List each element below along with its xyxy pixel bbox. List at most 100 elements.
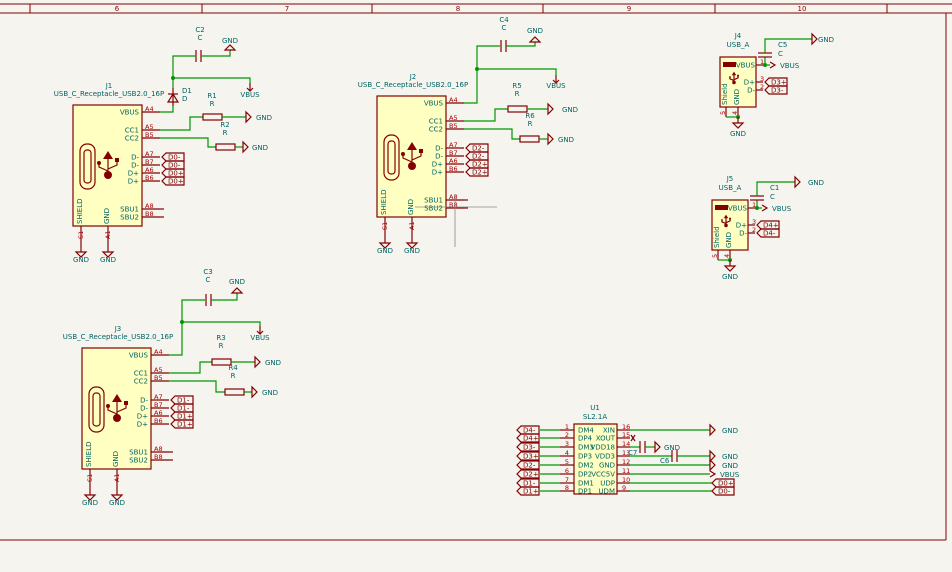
reference-designator: R4 bbox=[228, 364, 238, 372]
net-label-shape[interactable] bbox=[516, 469, 540, 479]
resistor-body[interactable] bbox=[215, 143, 236, 151]
net-label-shape[interactable] bbox=[465, 159, 489, 169]
pin-number: B8 bbox=[145, 210, 154, 218]
component-value: R bbox=[219, 342, 224, 350]
net-label-shape[interactable] bbox=[465, 143, 489, 153]
net-label-shape[interactable] bbox=[516, 442, 540, 452]
net-label-shape[interactable] bbox=[756, 228, 780, 238]
resistor-body[interactable] bbox=[202, 113, 223, 121]
net-label-shape[interactable] bbox=[711, 486, 735, 496]
net-label-shape[interactable] bbox=[516, 486, 540, 496]
pin-number: A8 bbox=[145, 202, 154, 210]
net-label: D0+ bbox=[168, 170, 184, 178]
ground-icon bbox=[223, 44, 237, 51]
net-label-shape[interactable] bbox=[711, 478, 735, 488]
wire[interactable] bbox=[160, 137, 216, 148]
net-label-shape[interactable] bbox=[516, 433, 540, 443]
pin-number: B8 bbox=[154, 453, 163, 461]
net-label-shape[interactable] bbox=[170, 411, 194, 421]
resistor-body[interactable] bbox=[519, 135, 540, 143]
pin-name: SBU2 bbox=[120, 214, 139, 222]
pin-number: A7 bbox=[145, 150, 154, 158]
wire[interactable] bbox=[169, 380, 225, 393]
pin-number: B7 bbox=[145, 158, 154, 166]
gnd-label: GND bbox=[252, 144, 268, 152]
wire[interactable] bbox=[756, 181, 795, 196]
wire[interactable] bbox=[211, 293, 238, 301]
pin-name: SHIELD bbox=[380, 190, 388, 215]
wire[interactable] bbox=[764, 38, 812, 53]
net-label-shape[interactable] bbox=[161, 176, 185, 186]
pin-number: A4 bbox=[154, 348, 163, 356]
gnd-label: GND bbox=[100, 256, 116, 264]
component-value: R bbox=[528, 120, 533, 128]
net-label-shape[interactable] bbox=[764, 85, 788, 95]
ground-icon bbox=[110, 494, 124, 501]
pin-name: Shield bbox=[713, 226, 721, 248]
wire[interactable] bbox=[181, 299, 205, 322]
wire[interactable] bbox=[464, 128, 520, 140]
usb-icon bbox=[104, 171, 112, 179]
wire[interactable] bbox=[160, 116, 203, 131]
component-value: R bbox=[223, 129, 228, 137]
wire[interactable] bbox=[169, 322, 183, 356]
reference-designator: C2 bbox=[195, 26, 204, 34]
wire[interactable] bbox=[182, 321, 261, 326]
net-label-shape[interactable] bbox=[516, 478, 540, 488]
reference-designator: R2 bbox=[220, 121, 229, 129]
vbus-arrow-icon bbox=[246, 87, 254, 92]
net-label-shape[interactable] bbox=[161, 152, 185, 162]
net-label-shape[interactable] bbox=[161, 160, 185, 170]
pin-number: A1 bbox=[104, 230, 112, 239]
gnd-label: GND bbox=[404, 247, 420, 255]
net-label-shape[interactable] bbox=[465, 167, 489, 177]
pin-number: 5 bbox=[711, 254, 719, 258]
pin-number: 15 bbox=[622, 431, 630, 439]
wire[interactable] bbox=[476, 45, 500, 69]
reference-designator: C6 bbox=[660, 457, 670, 465]
net-label-shape[interactable] bbox=[756, 220, 780, 230]
net-label-shape[interactable] bbox=[516, 451, 540, 461]
vbus-label: VBUS bbox=[780, 62, 800, 70]
usb-icon bbox=[721, 219, 723, 221]
component-value: USB_A bbox=[719, 184, 742, 192]
usb-icon bbox=[115, 158, 119, 162]
wire[interactable] bbox=[477, 68, 557, 75]
net-label-shape[interactable] bbox=[170, 419, 194, 429]
wire[interactable] bbox=[160, 106, 174, 113]
wire[interactable] bbox=[464, 108, 508, 122]
net-label: D4- bbox=[763, 230, 776, 238]
usb-icon bbox=[729, 76, 731, 78]
wire[interactable] bbox=[173, 77, 251, 83]
net-label-shape[interactable] bbox=[170, 403, 194, 413]
pin-name: CC2 bbox=[429, 126, 443, 134]
usb-hub-ic-U1[interactable] bbox=[573, 423, 618, 495]
net-label-shape[interactable] bbox=[465, 151, 489, 161]
pin-number: A1 bbox=[408, 221, 416, 230]
net-label-shape[interactable] bbox=[516, 425, 540, 435]
pin-name: CC2 bbox=[134, 378, 148, 386]
resistor-body[interactable] bbox=[507, 105, 528, 113]
net-label-shape[interactable] bbox=[516, 460, 540, 470]
component-value: SL2.1A bbox=[583, 413, 607, 421]
wire[interactable] bbox=[201, 50, 231, 57]
pin-number: 3 bbox=[760, 75, 764, 83]
gnd-label: GND bbox=[818, 36, 834, 44]
pin-name: DM3 bbox=[578, 444, 594, 452]
net-label-shape[interactable] bbox=[170, 395, 194, 405]
resistor-body[interactable] bbox=[224, 388, 245, 396]
wire[interactable] bbox=[506, 42, 536, 47]
pin-number: 5 bbox=[565, 458, 569, 466]
pin-name: VDD18 bbox=[591, 444, 615, 452]
wire[interactable] bbox=[464, 69, 478, 104]
net-label-shape[interactable] bbox=[161, 168, 185, 178]
pin-name: VCC5V bbox=[591, 471, 615, 479]
gnd-label: GND bbox=[722, 427, 738, 435]
wire[interactable] bbox=[169, 361, 212, 374]
wire[interactable] bbox=[172, 55, 195, 78]
pin-name: GND bbox=[103, 208, 111, 224]
net-label-shape[interactable] bbox=[764, 77, 788, 87]
vbus-label: VBUS bbox=[240, 91, 260, 99]
reference-designator: J4 bbox=[734, 32, 742, 40]
